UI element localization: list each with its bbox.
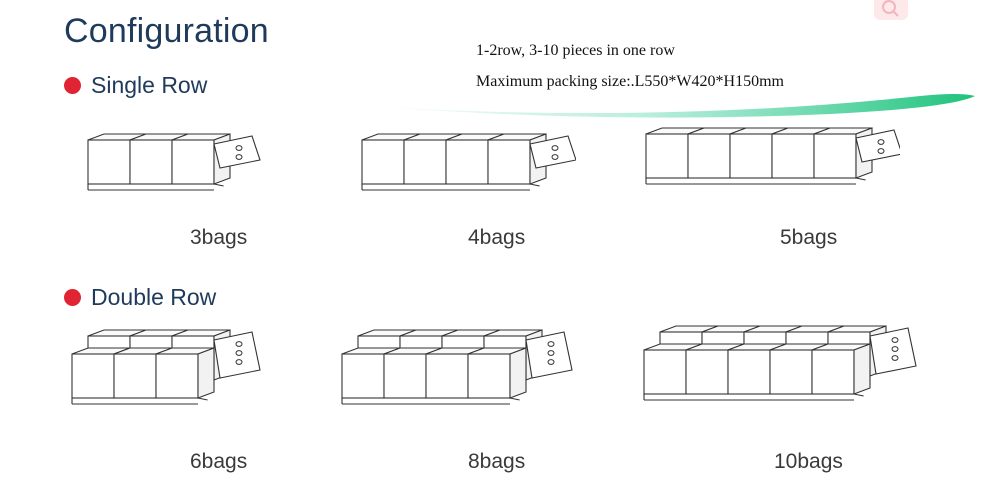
cube-front [811, 349, 855, 395]
cube-side [509, 347, 527, 399]
tab-hole [891, 355, 899, 361]
tray-tab [855, 129, 900, 163]
cube-front [685, 349, 729, 395]
cube-side [197, 347, 215, 399]
cube-front [813, 133, 857, 179]
cube-front [171, 139, 215, 185]
cube-front [155, 353, 199, 399]
cube-front [445, 139, 489, 185]
section-double-row: Double Row [64, 284, 216, 311]
cube-front [771, 133, 815, 179]
tab-hole [235, 145, 243, 151]
tab-hole [235, 154, 243, 160]
section-label: Double Row [91, 284, 217, 310]
tab-hole [547, 359, 555, 365]
tab-hole [891, 337, 899, 343]
tab-hole [235, 341, 243, 347]
tray-base [529, 183, 540, 187]
cube-front [87, 139, 131, 185]
tray-outline [87, 133, 261, 191]
caption-3bags: 3bags [190, 226, 248, 249]
cube-front [383, 353, 427, 399]
red-dot-icon [64, 77, 81, 94]
tab-hole [235, 359, 243, 365]
search-icon [874, 0, 908, 20]
tab-hole [547, 350, 555, 356]
tab-hole [235, 350, 243, 356]
caption-6bags: 6bags [190, 450, 248, 473]
tray-diagram-8bags [341, 329, 573, 405]
note-max-size: Maximum packing size:.L550*W420*H150mm [476, 73, 784, 90]
caption-8bags: 8bags [468, 450, 526, 473]
tray-base [213, 183, 224, 187]
section-label: Single Row [91, 72, 208, 98]
cube-front [341, 353, 385, 399]
cube-front [687, 133, 731, 179]
red-dot-icon [64, 289, 81, 306]
tab-hole [547, 341, 555, 347]
note-rows-pieces: 1-2row, 3-10 pieces in one row [476, 42, 675, 59]
page-title: Configuration [64, 12, 269, 50]
cube-front [129, 139, 173, 185]
cube-side [853, 343, 871, 395]
tray-tab [529, 135, 576, 169]
tray-outline [71, 329, 261, 405]
cube-front [727, 349, 771, 395]
tray-base [197, 397, 208, 401]
cube-front [361, 139, 405, 185]
cube-front [113, 353, 157, 399]
cube-front [403, 139, 447, 185]
caption-5bags: 5bags [780, 226, 838, 249]
caption-10bags: 10bags [774, 450, 843, 473]
tray-diagram-6bags [71, 329, 261, 405]
tab-hole [877, 139, 885, 145]
cube-front [487, 139, 531, 185]
cube-front [643, 349, 687, 395]
tray-diagram-3bags [87, 133, 261, 191]
tray-base [509, 397, 520, 401]
tray-tab [213, 135, 261, 169]
tray-diagram-10bags [643, 325, 917, 401]
swoosh-decoration [365, 94, 975, 118]
cube-front [729, 133, 773, 179]
cube-front [645, 133, 689, 179]
cube-front [71, 353, 115, 399]
cube-front [769, 349, 813, 395]
tray-outline [361, 133, 576, 191]
tray-base [853, 393, 864, 397]
tray-base [855, 177, 866, 181]
tray-outline [341, 329, 573, 405]
tab-hole [891, 346, 899, 352]
cube-front [425, 353, 469, 399]
tray-outline [643, 325, 917, 401]
cube-front [467, 353, 511, 399]
tray-outline [645, 127, 900, 185]
tab-hole [551, 154, 559, 160]
section-single-row: Single Row [64, 72, 207, 99]
tab-hole [877, 148, 885, 154]
tab-hole [551, 145, 559, 151]
tray-diagram-4bags [361, 133, 576, 191]
caption-4bags: 4bags [468, 226, 526, 249]
tray-diagram-5bags [645, 127, 900, 185]
